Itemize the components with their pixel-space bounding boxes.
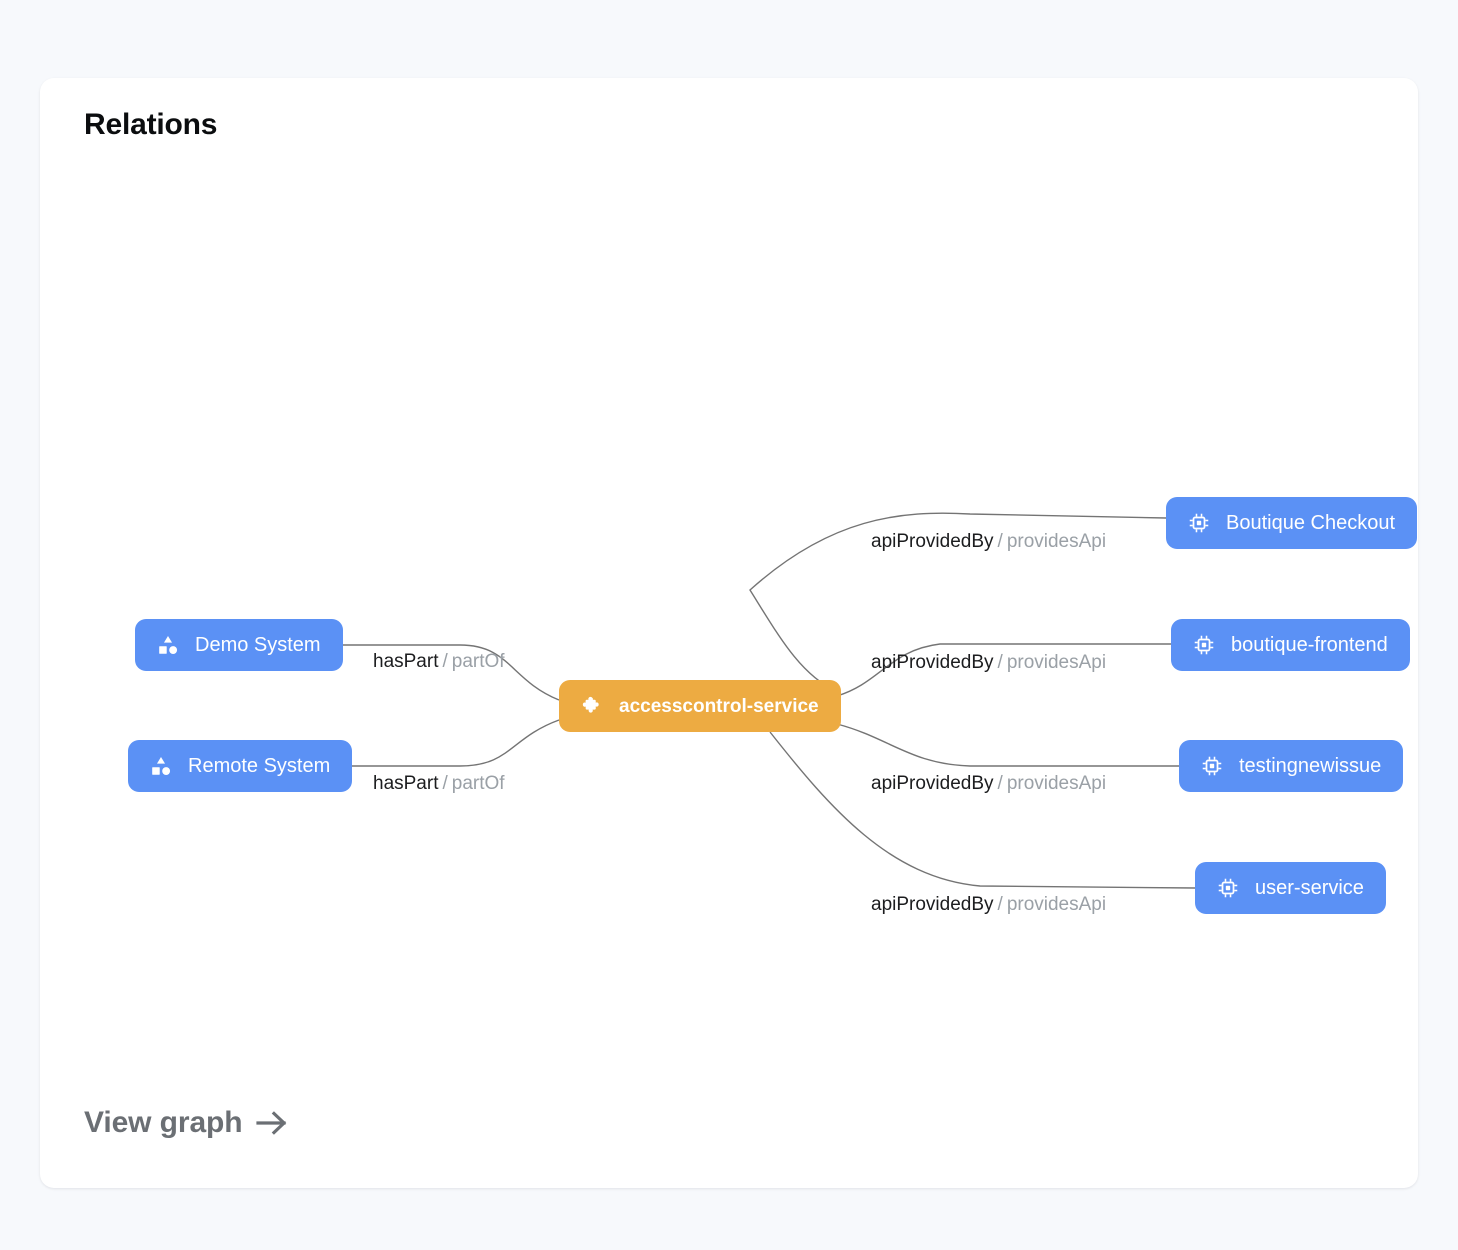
chip-icon xyxy=(1217,877,1239,899)
graph-edge-label: apiProvidedBy/providesApi xyxy=(871,532,1106,551)
edge-separator: / xyxy=(997,531,1003,552)
edge-relation: hasPart xyxy=(373,651,439,672)
graph-node-accesscontrol-service[interactable]: accesscontrol-service xyxy=(559,680,841,732)
graph-node-label: boutique-frontend xyxy=(1231,634,1388,656)
chip-icon xyxy=(1193,634,1215,656)
graph-edge-accesscontrol-service-to-testingnewissue xyxy=(836,723,1179,767)
view-graph-link[interactable]: View graph xyxy=(84,1106,289,1140)
page-title: Relations xyxy=(84,108,218,141)
graph-node-boutique-checkout[interactable]: Boutique Checkout xyxy=(1166,497,1418,549)
graph-node-remote-system[interactable]: Remote System xyxy=(128,740,353,792)
puzzle-piece-icon xyxy=(581,695,603,717)
graph-edge-label: apiProvidedBy/providesApi xyxy=(871,774,1106,793)
graph-edge-label: apiProvidedBy/providesApi xyxy=(871,653,1106,672)
graph-node-label: Boutique Checkout xyxy=(1226,512,1396,534)
arrow-right-icon xyxy=(255,1108,289,1138)
graph-edge-remote-system-to-accesscontrol-service xyxy=(340,719,560,767)
chip-icon xyxy=(1188,512,1210,534)
graph-node-label: Remote System xyxy=(188,755,331,777)
graph-edge-label: hasPart/partOf xyxy=(373,652,505,671)
chip-icon xyxy=(1201,755,1223,777)
graph-node-demo-system[interactable]: Demo System xyxy=(135,619,343,671)
shapes-icon xyxy=(150,755,172,777)
edge-separator: / xyxy=(442,773,448,794)
edge-separator: / xyxy=(997,894,1003,915)
graph-node-testingnewissue[interactable]: testingnewissue xyxy=(1179,740,1404,792)
shapes-icon xyxy=(157,634,179,656)
edge-separator: / xyxy=(442,651,448,672)
edge-reverse-relation: providesApi xyxy=(1006,652,1107,673)
edge-separator: / xyxy=(997,773,1003,794)
edge-relation: hasPart xyxy=(373,773,439,794)
graph-edge-label: hasPart/partOf xyxy=(373,774,505,793)
edge-relation: apiProvidedBy xyxy=(871,652,994,673)
graph-node-user-service[interactable]: user-service xyxy=(1195,862,1386,914)
graph-node-label: testingnewissue xyxy=(1239,755,1382,777)
graph-edge-label: apiProvidedBy/providesApi xyxy=(871,895,1106,914)
graph-node-label: Demo System xyxy=(195,634,321,656)
graph-edge-accesscontrol-service-to-user-service xyxy=(769,731,1196,889)
graph-node-label: user-service xyxy=(1255,877,1364,899)
edge-relation: apiProvidedBy xyxy=(871,894,994,915)
edge-reverse-relation: providesApi xyxy=(1006,894,1107,915)
edge-reverse-relation: providesApi xyxy=(1006,531,1107,552)
edge-separator: / xyxy=(997,652,1003,673)
graph-node-label: accesscontrol-service xyxy=(619,695,819,717)
edge-reverse-relation: partOf xyxy=(451,773,505,794)
graph-node-boutique-frontend[interactable]: boutique-frontend xyxy=(1171,619,1410,671)
edge-relation: apiProvidedBy xyxy=(871,531,994,552)
edge-reverse-relation: providesApi xyxy=(1006,773,1107,794)
edge-reverse-relation: partOf xyxy=(451,651,505,672)
view-graph-label: View graph xyxy=(84,1106,243,1139)
edge-relation: apiProvidedBy xyxy=(871,773,994,794)
